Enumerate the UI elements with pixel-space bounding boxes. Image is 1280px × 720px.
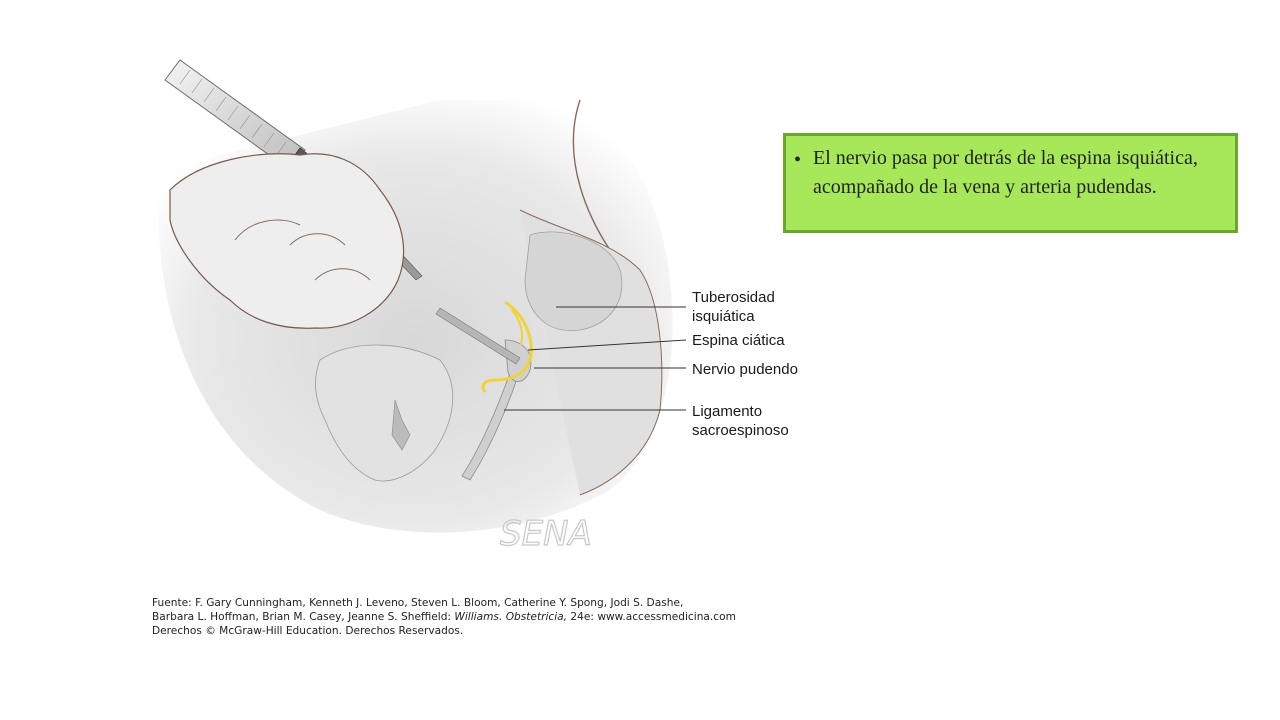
label-tuberosidad-line2: isquiática bbox=[692, 308, 755, 325]
pudendal-nerve-branch bbox=[511, 309, 523, 346]
source-line-1: Fuente: F. Gary Cunningham, Kenneth J. L… bbox=[152, 597, 684, 609]
label-ligamento-line2: sacroespinoso bbox=[692, 422, 789, 439]
source-line-2-pre: Barbara L. Hoffman, Brian M. Casey, Jean… bbox=[152, 611, 455, 623]
source-line-3: Derechos © McGraw-Hill Education. Derech… bbox=[152, 625, 464, 637]
source-line-2-italic: Williams. Obstetricia, bbox=[454, 611, 568, 623]
callout-bullet: • bbox=[794, 149, 802, 171]
label-tuberosidad: Tuberosidad isquiática bbox=[692, 288, 775, 326]
ischial-tuberosity bbox=[524, 231, 623, 332]
hand-fingers bbox=[234, 219, 371, 281]
sacrum-bone bbox=[315, 344, 454, 482]
source-line-2-post: 24e: www.accessmedicina.com bbox=[567, 611, 736, 623]
label-tuberosidad-line1: Tuberosidad bbox=[692, 289, 775, 306]
callout-text: El nervio pasa por detrás de la espina i… bbox=[813, 147, 1198, 198]
source-citation: Fuente: F. Gary Cunningham, Kenneth J. L… bbox=[152, 596, 812, 638]
callout-box: • El nervio pasa por detrás de la espina… bbox=[783, 133, 1238, 233]
gloved-hand bbox=[169, 153, 405, 329]
needle-guide bbox=[435, 307, 521, 365]
source-line-2: Barbara L. Hoffman, Brian M. Casey, Jean… bbox=[152, 610, 812, 624]
sacrospinous-ligament bbox=[461, 367, 521, 481]
label-ligamento-line1: Ligamento bbox=[692, 403, 763, 420]
pudendal-nerve bbox=[481, 300, 533, 393]
label-ligamento: Ligamento sacroespinoso bbox=[692, 402, 789, 440]
anatomical-illustration: SENA bbox=[158, 59, 673, 555]
label-nervio-pudendo: Nervio pudendo bbox=[692, 361, 798, 378]
coccyx bbox=[391, 399, 411, 451]
artist-signature: SENA bbox=[500, 514, 592, 554]
label-espina-ciatica: Espina ciática bbox=[692, 332, 785, 349]
